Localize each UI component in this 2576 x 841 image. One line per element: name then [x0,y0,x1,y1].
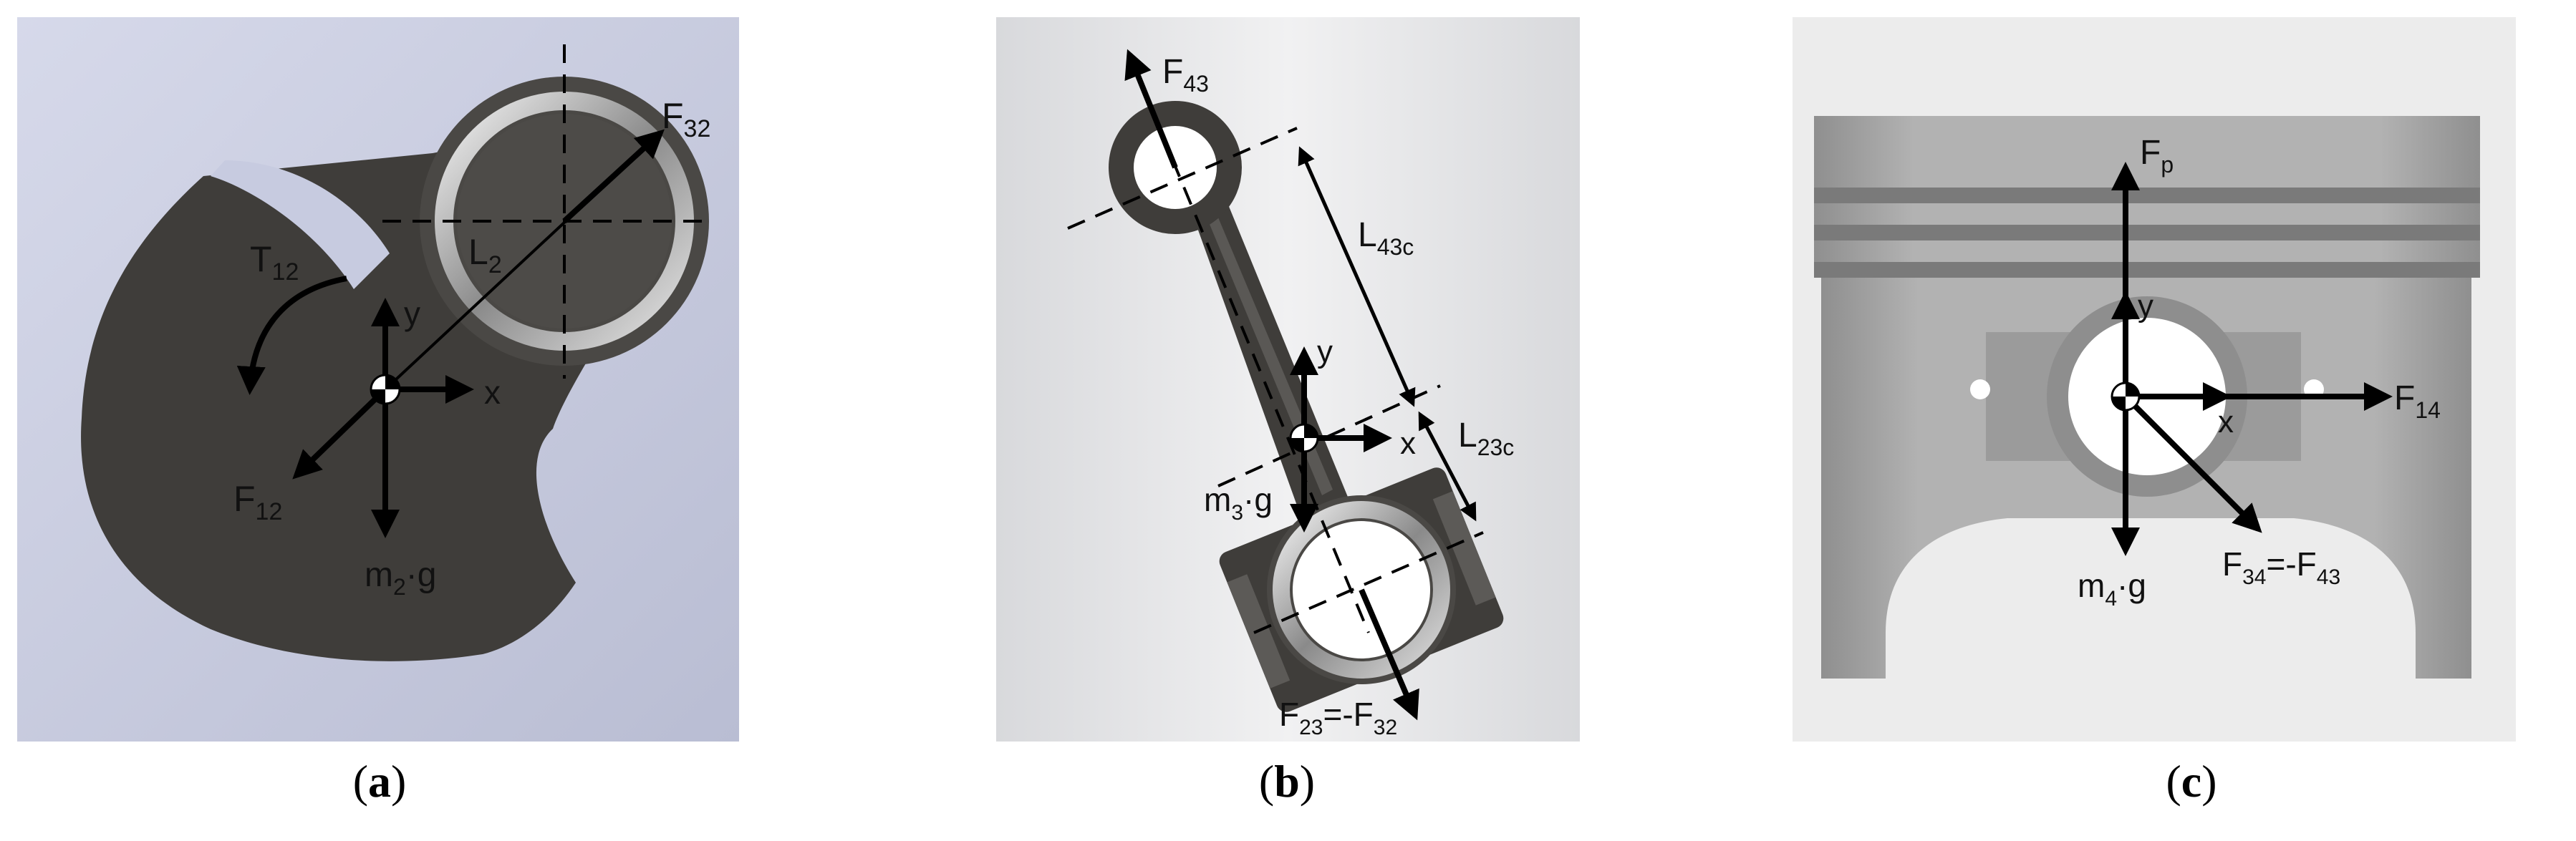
small-end-perpendicular [1067,127,1298,230]
L43c-dimension [1298,146,1416,407]
panel-c-svg: Fp y F14 x F34=-F43 m4·g [1793,17,2516,742]
label-x-c: x [2218,404,2234,439]
label-F14: F14 [2394,379,2441,423]
label-y-b: y [1317,334,1333,369]
center-of-mass-icon [370,374,401,405]
panel-b-connecting-rod: F43 L43c y x L23c m3·g F23=-F32 [996,17,1580,742]
label-F23: F23=-F32 [1279,696,1397,739]
F34-arrow [2123,394,2262,533]
piston-crown [1814,116,2480,278]
rod-shank-groove [1204,209,1333,495]
label-F32: F32 [662,96,710,142]
caption-b: (b) [1258,756,1316,807]
panel-a-svg: F32 L2 T12 y x F12 m2·g [17,17,739,742]
crank-cutout [211,160,390,289]
center-of-mass-icon [1289,423,1319,453]
T12-torque-arrow [236,276,347,395]
label-T12: T12 [250,239,299,286]
panel-c-piston: Fp y F14 x F34=-F43 m4·g [1793,17,2516,742]
label-x-a: x [484,374,501,411]
label-x-b: x [1400,426,1416,461]
label-y-c: y [2138,288,2153,324]
F43-arrow [1124,49,1178,169]
rod-big-end-ring [1273,501,1450,679]
caption-c: (c) [2166,756,2217,807]
F12-arrow [292,387,387,480]
label-F12: F12 [233,479,282,525]
label-Fp: Fp [2140,134,2174,178]
label-L2: L2 [468,232,502,278]
caption-a: (a) [352,756,407,807]
label-y-a: y [404,295,420,332]
label-L43c: L43c [1358,216,1414,260]
F23-arrow [1359,588,1419,721]
label-m2g: m2·g [365,556,436,600]
L23c-dimension [1418,411,1477,522]
label-m3g: m3·g [1204,481,1273,525]
label-F43: F43 [1162,53,1209,97]
rod-centerline [1159,131,1370,633]
piston-oil-hole-left [1970,379,1990,399]
label-F34: F34=-F43 [2222,545,2340,589]
panel-a-crank: F32 L2 T12 y x F12 m2·g [17,17,739,742]
piston-skirt-cutout [1886,518,2416,742]
panel-b-svg: F43 L43c y x L23c m3·g F23=-F32 [996,17,1580,742]
center-of-mass-icon [2111,381,2141,412]
F32-arrow [562,129,665,223]
label-m4g: m4·g [2078,567,2146,611]
big-end-perpendicular [1253,531,1484,634]
label-L23c: L23c [1458,417,1514,460]
